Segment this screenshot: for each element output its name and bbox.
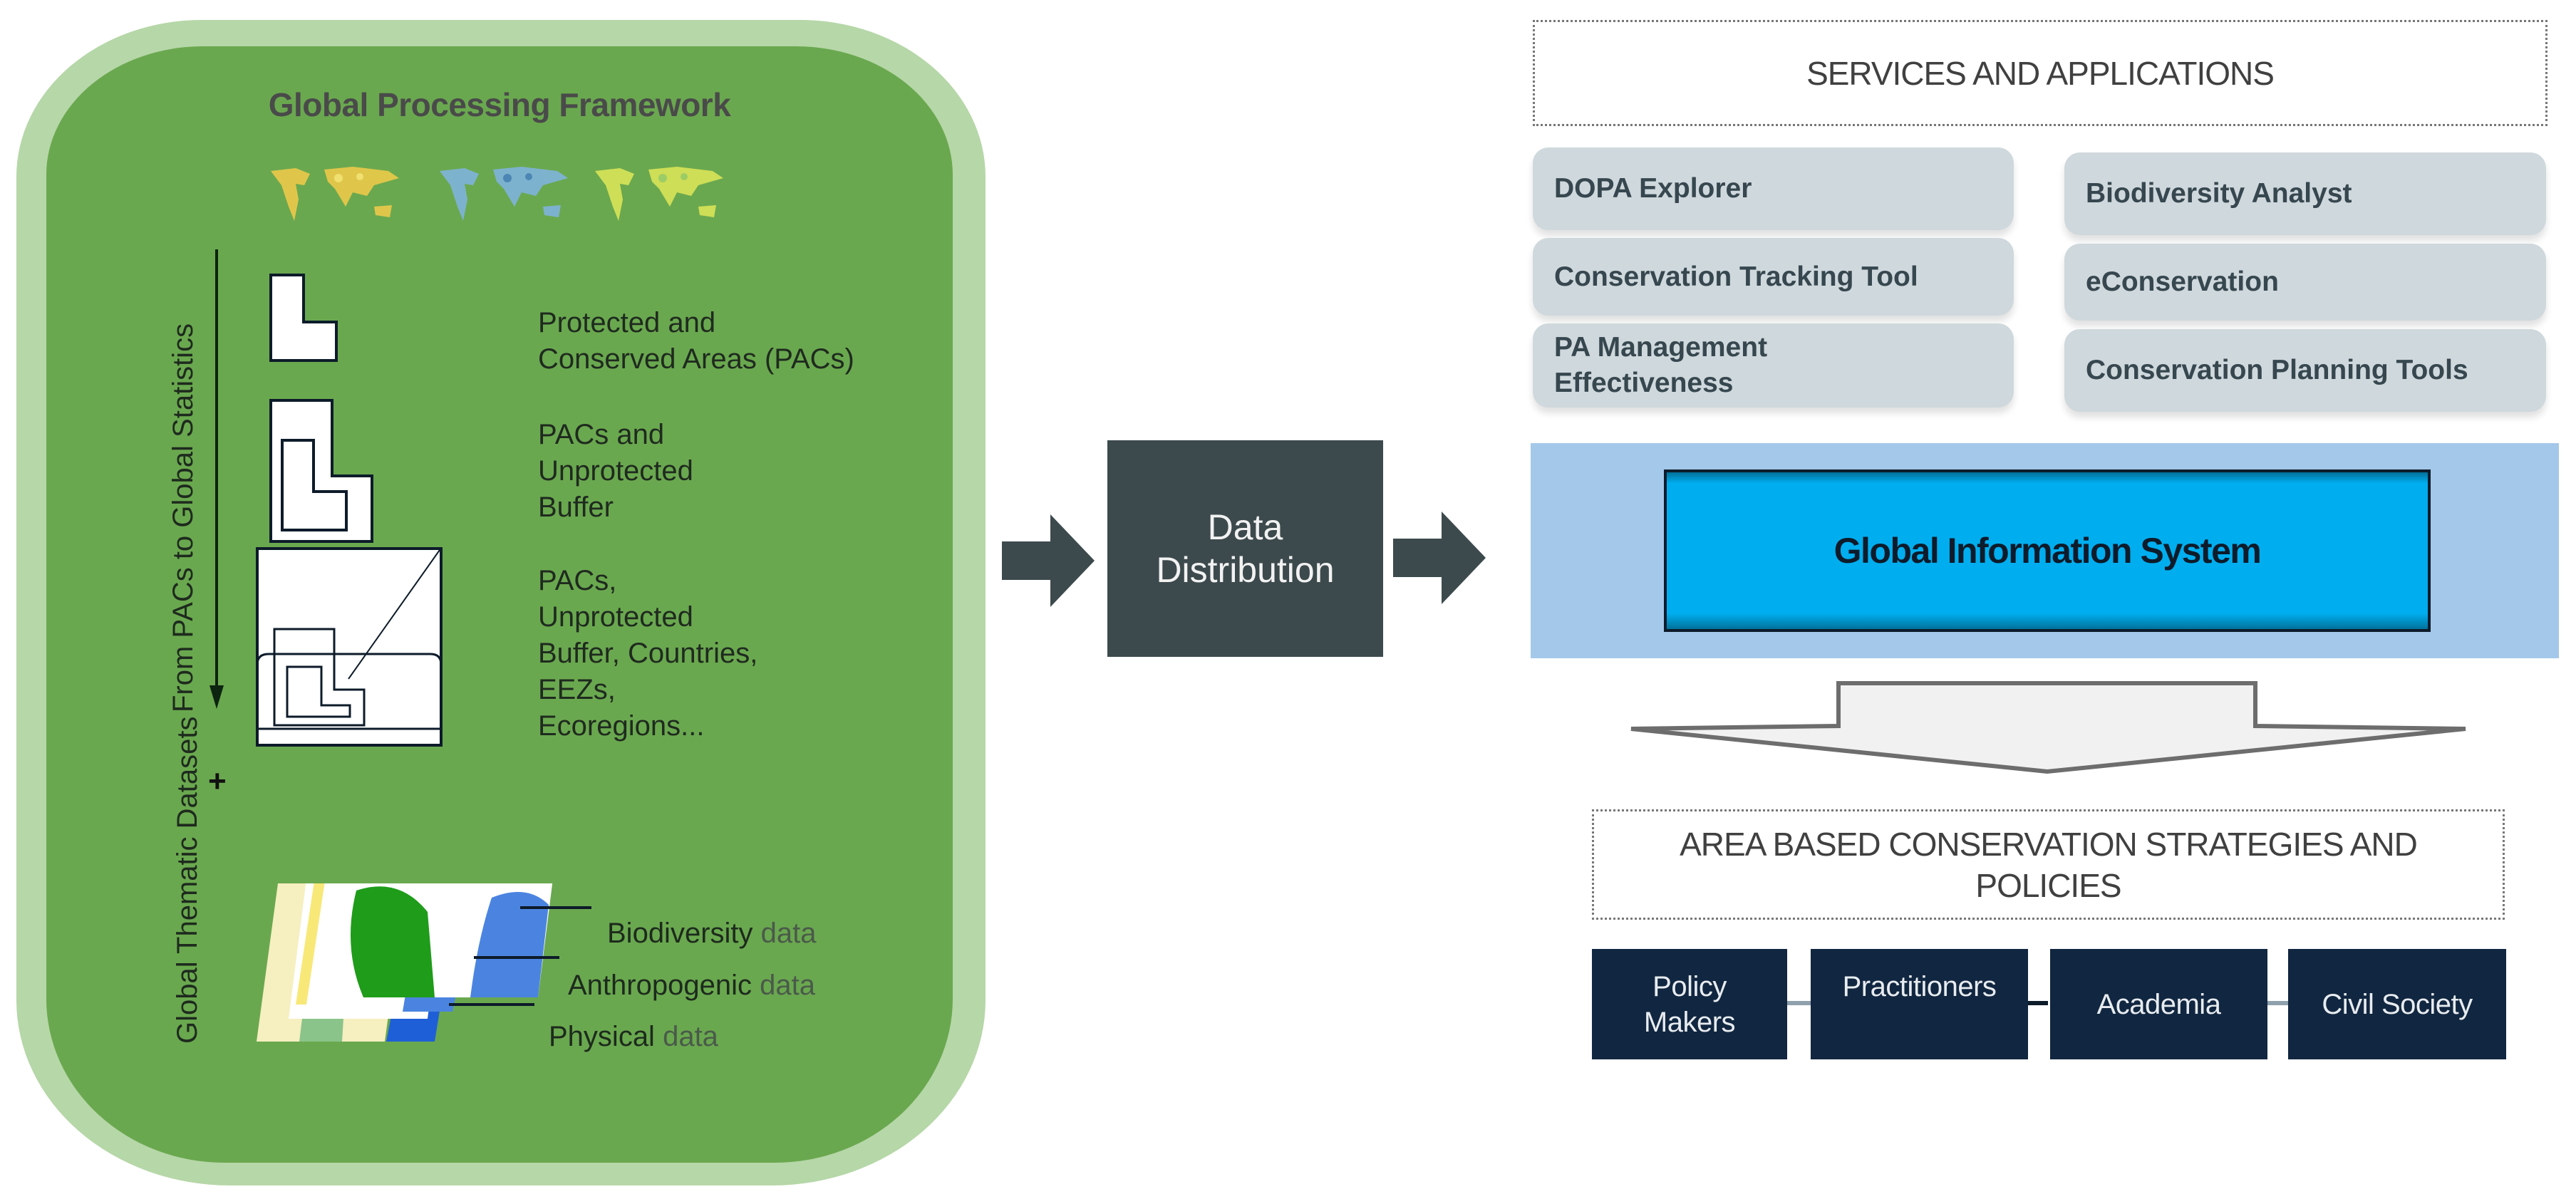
dataset-label-anthropogenic: Anthropogenic data: [568, 967, 815, 1004]
level-line: Buffer, Countries,: [538, 638, 758, 669]
pac-regions-icon: [256, 547, 443, 747]
right-arrow-icon: [1393, 512, 1486, 604]
level-line: PACs,: [538, 565, 617, 596]
axis-label-text: Global Thematic Datasets: [172, 716, 203, 1044]
down-arrow-icon: [210, 249, 224, 709]
dataset-name: Biodiversity: [607, 918, 753, 949]
service-card-conservation-tracking-tool[interactable]: Conservation Tracking Tool: [1533, 238, 2014, 316]
stakeholder-label: Academia: [2096, 988, 2221, 1020]
level-line: Unprotected: [538, 601, 693, 633]
dataset-leader-lines: [449, 906, 591, 1006]
level-line: PACs and: [538, 419, 665, 450]
axis-label-pacs-to-statistics: From PACs to Global Statistics: [167, 323, 199, 712]
stakeholder-label: Civil Society: [2322, 988, 2473, 1020]
world-map-yellow-icon: [271, 167, 399, 221]
dataset-label-physical: Physical data: [549, 1019, 718, 1055]
level-label-pacs: Protected and Conserved Areas (PACs): [538, 305, 854, 378]
service-label: Biodiversity Analyst: [2086, 178, 2352, 209]
gis-label: Global Information System: [1833, 531, 2262, 571]
connector-line: [1786, 1001, 1811, 1005]
framework-title: Global Processing Framework: [268, 86, 731, 123]
data-distribution-box: Data Distribution: [1107, 440, 1383, 657]
service-card-conservation-planning-tools[interactable]: Conservation Planning Tools: [2064, 329, 2546, 412]
pac-buffer-icon: [269, 399, 373, 543]
level-line: Unprotected: [538, 455, 693, 487]
global-information-system-box: Global Information System: [1664, 469, 2431, 632]
stakeholder-label: Policy Makers: [1643, 970, 1736, 1038]
dataset-layers-icon: [257, 883, 553, 1042]
service-card-biodiversity-analyst[interactable]: Biodiversity Analyst: [2064, 152, 2546, 235]
stakeholder-academia: Academia: [2050, 949, 2267, 1059]
stakeholder-practitioners: Practitioners: [1811, 949, 2028, 1059]
stakeholder-policy-makers: Policy Makers: [1592, 949, 1787, 1059]
axis-label-thematic-datasets: Global Thematic Datasets: [171, 717, 204, 1044]
stakeholder-civil-society: Civil Society: [2288, 949, 2506, 1059]
data-distribution-line: Distribution: [1156, 550, 1335, 590]
policies-title-line: AREA BASED CONSERVATION STRATEGIES AND: [1680, 825, 2418, 863]
stakeholder-label: Practitioners: [1842, 971, 1997, 1002]
level-line: Buffer: [538, 492, 614, 523]
service-card-econservation[interactable]: eConservation: [2064, 244, 2546, 321]
pac-shape-icon: [269, 274, 338, 362]
service-card-dopa-explorer[interactable]: DOPA Explorer: [1533, 147, 2014, 230]
world-map-green-icon: [595, 167, 723, 221]
service-label: Conservation Planning Tools: [2086, 355, 2468, 385]
service-label: DOPA Explorer: [1554, 173, 1752, 204]
level-label-regions: PACs, Unprotected Buffer, Countries, EEZ…: [538, 563, 757, 744]
level-line: Protected and: [538, 307, 716, 338]
dataset-suffix: data: [760, 918, 817, 949]
down-arrow-icon: [1630, 681, 2466, 774]
service-label: Conservation Tracking Tool: [1554, 261, 1918, 292]
service-card-pa-management-effectiveness[interactable]: PA Management Effectiveness: [1533, 323, 2014, 408]
right-arrow-icon: [1002, 514, 1095, 607]
service-label: eConservation: [2086, 266, 2279, 297]
dataset-suffix: data: [760, 970, 815, 1001]
level-line: Ecoregions...: [538, 710, 705, 742]
services-title: SERVICES AND APPLICATIONS: [1806, 54, 2275, 92]
dataset-name: Physical: [549, 1021, 655, 1052]
level-line: EEZs,: [538, 674, 616, 705]
plus-sign: +: [208, 764, 227, 799]
connector-line: [2266, 1001, 2289, 1005]
data-distribution-line: Data: [1207, 507, 1283, 547]
services-title-box: SERVICES AND APPLICATIONS: [1533, 20, 2547, 126]
dataset-name: Anthropogenic: [568, 970, 752, 1001]
policies-title-line: POLICIES: [1975, 866, 2121, 904]
service-label: PA Management Effectiveness: [1554, 332, 1768, 398]
policies-title-box: AREA BASED CONSERVATION STRATEGIES AND P…: [1592, 809, 2505, 920]
level-line: Conserved Areas (PACs): [538, 343, 854, 375]
level-label-pacs-buffer: PACs and Unprotected Buffer: [538, 417, 693, 526]
dataset-label-biodiversity: Biodiversity data: [607, 915, 817, 952]
world-map-blue-icon: [440, 167, 568, 221]
dataset-suffix: data: [663, 1021, 718, 1052]
connector-line: [2027, 1001, 2048, 1005]
